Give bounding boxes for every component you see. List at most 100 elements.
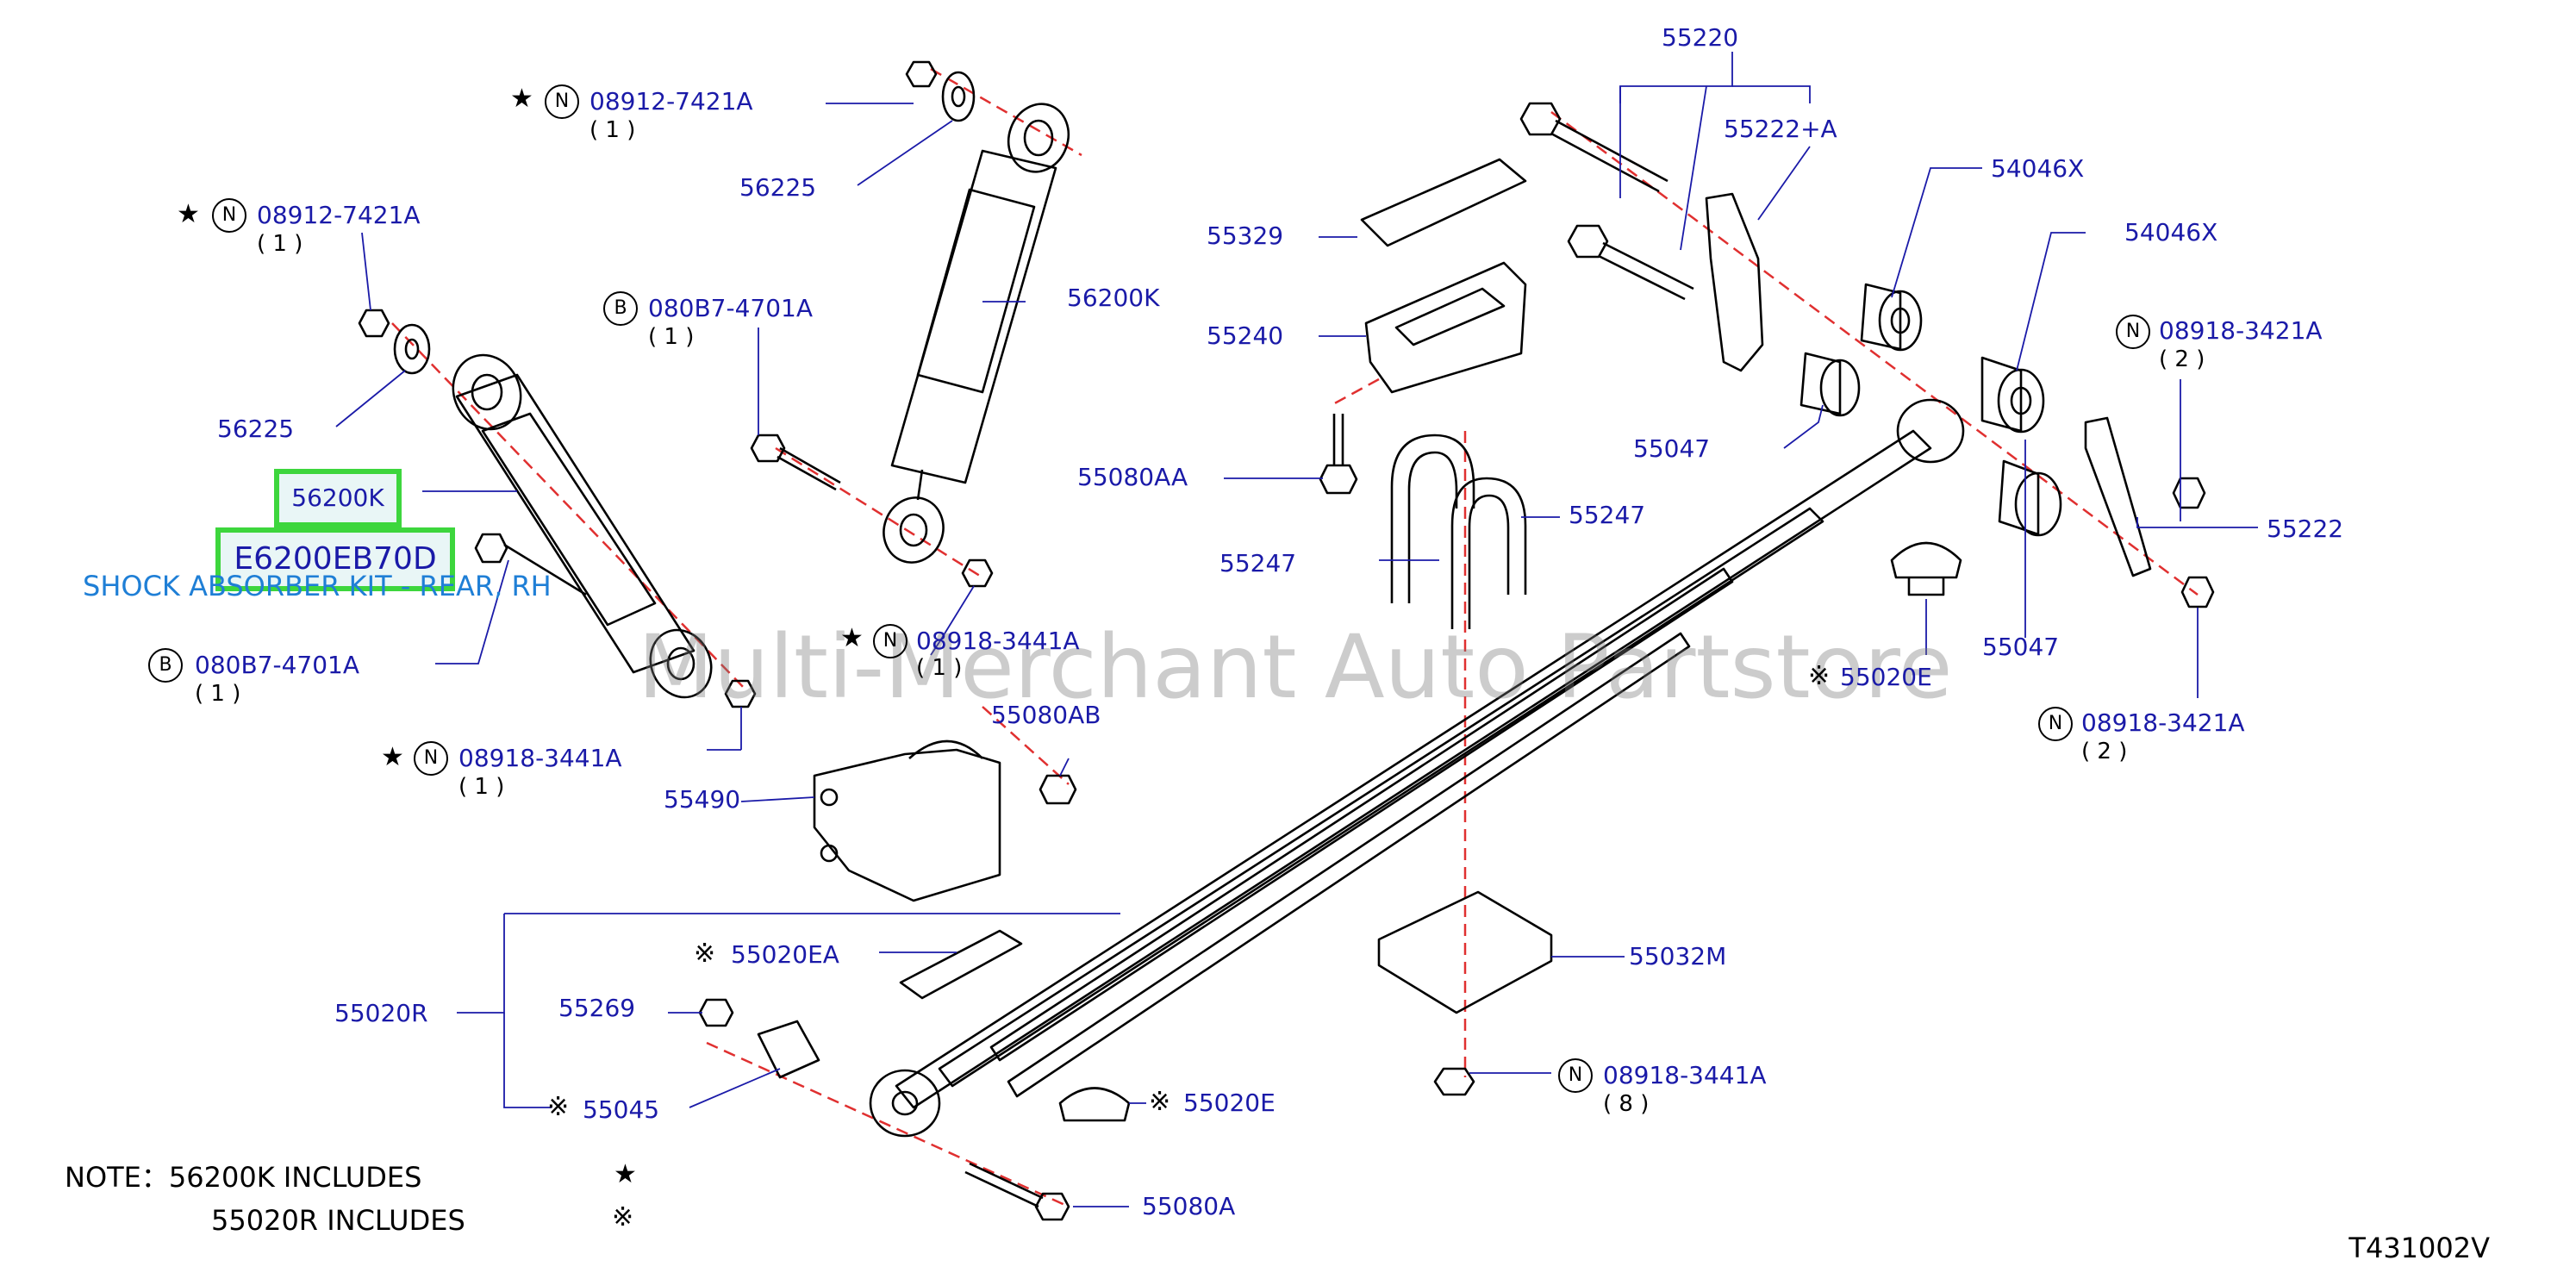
bolts-55220 [1519, 102, 1694, 301]
nut-08912-upper [905, 60, 938, 88]
star-mark-08912-upper: ★ [510, 84, 533, 114]
label-55080a[interactable]: 55080A [1142, 1192, 1236, 1220]
u-bolts-55247 [1390, 434, 1527, 629]
label-08918-3421a-2[interactable]: 08918-3421A [2081, 708, 2245, 737]
label-55020e-2[interactable]: 55020E [1183, 1089, 1276, 1117]
label-56225-upper[interactable]: 56225 [739, 173, 817, 202]
label-08918-3441a-lower[interactable]: 08918-3441A [458, 744, 622, 772]
circle-n-08918-3441a-bottom: N [1558, 1058, 1593, 1093]
label-55240[interactable]: 55240 [1207, 321, 1284, 350]
label-55020e-1[interactable]: 55020E [1840, 663, 1932, 691]
circle-b-080b7-lower: B [148, 648, 183, 683]
label-080b7-4701a-upper[interactable]: 080B7-4701A [648, 294, 813, 322]
nut-08918-3421a-upper [2172, 477, 2206, 509]
washer-56225-upper [941, 71, 976, 122]
bolt-55080aa [1319, 414, 1358, 495]
bolt-55080a [964, 1162, 1044, 1208]
label-56225-lower[interactable]: 56225 [217, 415, 295, 443]
circle-n-08912-lower: N [212, 198, 246, 233]
bolt-080b7-upper [750, 434, 841, 491]
label-54046x-1[interactable]: 54046X [1991, 154, 2085, 183]
washer-56225-lower [393, 323, 431, 375]
note-line-1: NOTE：56200K INCLUDES [65, 1161, 422, 1194]
bolt-080b7-lower [474, 533, 587, 596]
diagram-code: T431002V [2348, 1232, 2490, 1264]
star-mark-08912-lower: ★ [177, 199, 200, 229]
nut-55269 [698, 998, 734, 1027]
label-55045[interactable]: 55045 [583, 1095, 660, 1124]
kome-mark-55020e-2: ※ [1149, 1087, 1171, 1117]
note-line-2: 55020R INCLUDES [211, 1204, 465, 1237]
bracket-55490 [813, 748, 1001, 902]
kit-description: SHOCK ABSORBER KIT - REAR, RH [83, 570, 552, 602]
bush-55045 [757, 1020, 820, 1079]
qty-08918-3421a-1: ( 2 ) [2159, 346, 2205, 372]
note-kome-mark: ※ [612, 1202, 634, 1232]
note-star-mark: ★ [614, 1159, 637, 1189]
star-mark-08918-3441a-lower: ★ [381, 742, 404, 772]
label-08912-7421a-upper[interactable]: 08912-7421A [589, 87, 753, 115]
label-55047-2[interactable]: 55047 [1982, 633, 2060, 661]
label-080b7-4701a-lower[interactable]: 080B7-4701A [195, 651, 359, 679]
circle-n-08918-3421a-2: N [2038, 707, 2073, 741]
label-55032m[interactable]: 55032M [1629, 942, 1727, 970]
label-55329[interactable]: 55329 [1207, 221, 1284, 250]
circle-n-08918-3441a-lower: N [414, 741, 448, 776]
qty-08918-3421a-2: ( 2 ) [2081, 739, 2128, 764]
spring-seat-55240 [1364, 261, 1527, 394]
nut-08912-lower [358, 309, 390, 338]
label-55220[interactable]: 55220 [1662, 23, 1739, 52]
qty-08912-lower: ( 1 ) [257, 231, 303, 257]
bump-stopper-lower [1058, 1087, 1131, 1122]
circle-b-080b7-upper: B [603, 291, 638, 326]
nut-08918-3421a-lower [2180, 576, 2215, 608]
kome-mark-55020e-1: ※ [1808, 661, 1831, 691]
shock-absorber-upper [883, 103, 1070, 564]
label-55080ab[interactable]: 55080AB [991, 701, 1101, 729]
circle-n-08918-3441a-mid: N [873, 624, 908, 658]
components [358, 60, 2215, 1221]
label-55020r[interactable]: 55020R [334, 999, 428, 1027]
label-55247-2[interactable]: 55247 [1219, 549, 1297, 577]
bolt-55080ab [1039, 774, 1077, 805]
circle-n-08912-upper: N [545, 84, 579, 119]
label-08918-3421a-1[interactable]: 08918-3421A [2159, 316, 2323, 345]
label-54046x-2[interactable]: 54046X [2124, 218, 2218, 246]
label-55247-1[interactable]: 55247 [1569, 501, 1646, 529]
label-55269[interactable]: 55269 [558, 994, 636, 1022]
nut-08918-mid [961, 558, 994, 588]
pad-55032m [1377, 890, 1553, 1014]
shackle-55222 [2084, 416, 2152, 577]
shock-absorber-lower [452, 353, 713, 699]
qty-080b7-upper: ( 1 ) [648, 324, 695, 350]
label-55020ea[interactable]: 55020EA [731, 940, 839, 969]
watermark: Multi-Merchant Auto Partstore [638, 616, 1953, 719]
label-55080aa[interactable]: 55080AA [1077, 463, 1188, 491]
qty-08912-upper: ( 1 ) [589, 117, 636, 143]
label-55490[interactable]: 55490 [664, 785, 741, 814]
nut-08918-bottom [1433, 1067, 1475, 1096]
circle-n-08918-3421a-1: N [2116, 315, 2150, 349]
label-55222a[interactable]: 55222+A [1724, 115, 1837, 143]
label-08912-7421a-lower[interactable]: 08912-7421A [257, 201, 421, 229]
label-56200k-upper[interactable]: 56200K [1067, 284, 1160, 312]
nut-08918-lower [724, 679, 757, 708]
kome-mark-55045: ※ [547, 1092, 570, 1122]
insulator-55020ea [899, 929, 1023, 1000]
leader-lines [335, 52, 2258, 1207]
shackle-bracket-55222a [1705, 192, 1764, 372]
highlight-oem-number[interactable]: E6200EB70D [215, 527, 455, 591]
label-08918-3441a-mid[interactable]: 08918-3441A [916, 627, 1080, 655]
qty-08918-3441a-lower: ( 1 ) [458, 774, 505, 800]
qty-08918-3441a-mid: ( 1 ) [916, 655, 963, 681]
label-55047-1[interactable]: 55047 [1633, 434, 1711, 463]
highlight-part-number[interactable]: 56200K [274, 469, 402, 527]
label-08918-3441a-bottom[interactable]: 08918-3441A [1603, 1061, 1767, 1089]
star-mark-08918-3441a-mid: ★ [840, 623, 864, 653]
bump-stopper-upper [1890, 541, 1962, 579]
leaf-spring-55020r [869, 398, 1965, 1138]
label-55222[interactable]: 55222 [2267, 515, 2344, 543]
bushings [1799, 283, 2062, 537]
